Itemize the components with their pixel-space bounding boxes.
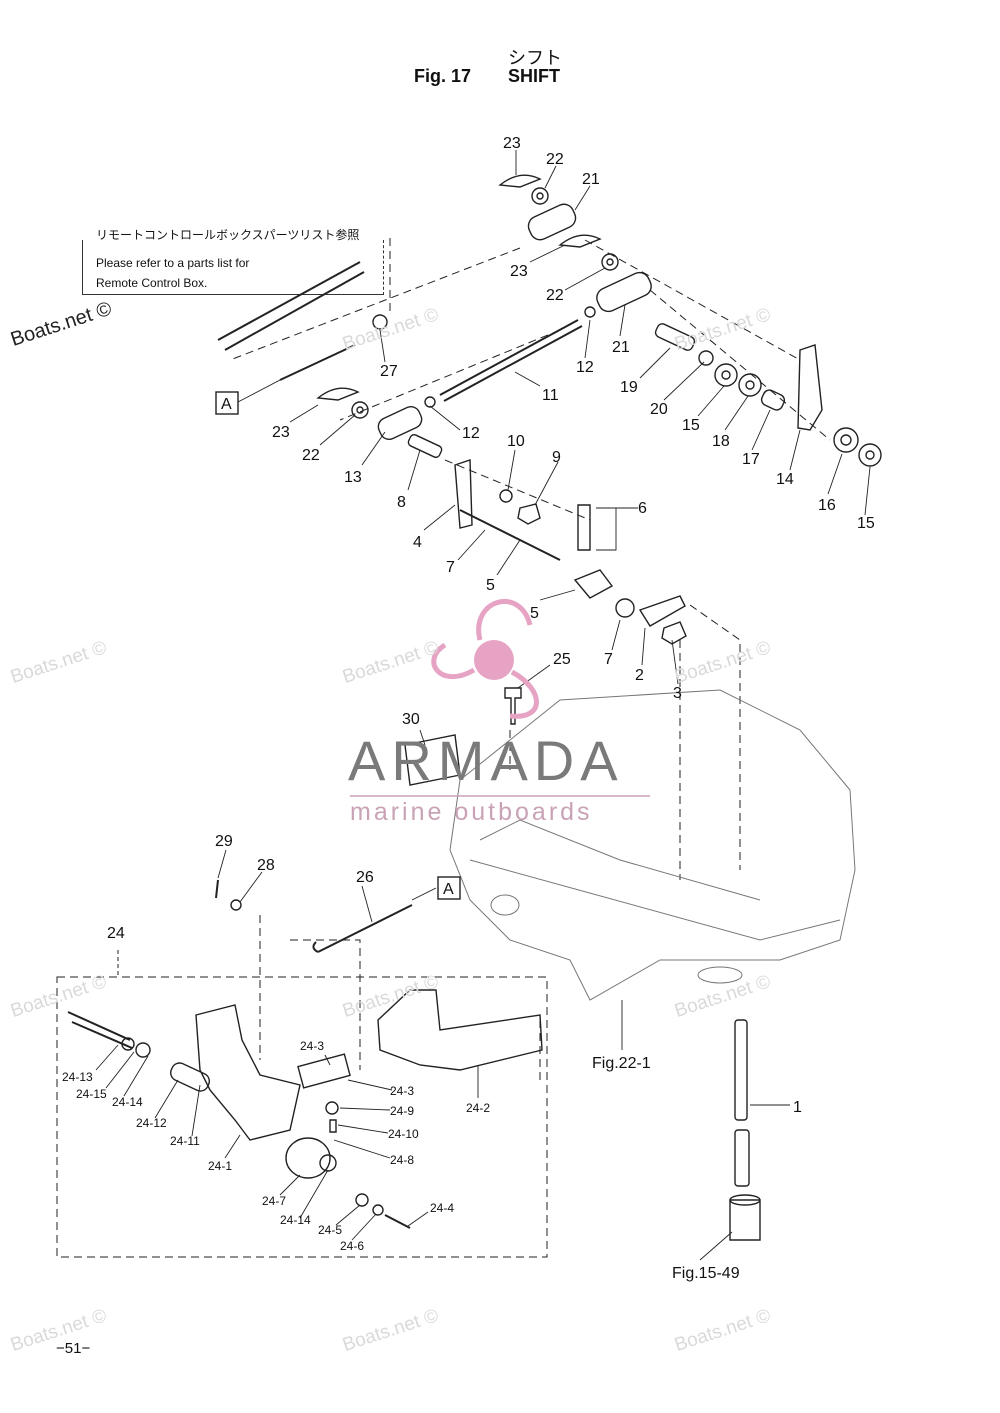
title-jp: シフト xyxy=(508,48,562,68)
fig-ref-15-49: Fig.15-49 xyxy=(672,1265,740,1282)
callout-24-4: 24-4 xyxy=(430,1201,454,1215)
callout-24-8: 24-8 xyxy=(390,1153,414,1167)
callout-7: 7 xyxy=(604,651,613,668)
callout-5: 5 xyxy=(530,605,539,622)
callout-12: 12 xyxy=(462,425,480,442)
callout-26: 26 xyxy=(356,869,374,886)
fig-label: Fig. 17 xyxy=(414,66,472,86)
callout-24-1: 24-1 xyxy=(208,1159,232,1173)
callout-3: 3 xyxy=(673,685,682,702)
callout-24-14: 24-14 xyxy=(280,1213,311,1227)
callout-11: 11 xyxy=(542,387,559,404)
callout-24-13: 24-13 xyxy=(62,1070,93,1084)
callout-24-11: 24-11 xyxy=(170,1134,200,1148)
callout-24-3: 24-3 xyxy=(390,1084,414,1098)
note-line2: Remote Control Box. xyxy=(96,276,208,290)
note-line1: Please refer to a parts list for xyxy=(96,256,250,270)
ref-a-box: A xyxy=(221,396,232,413)
callout-24-15: 24-15 xyxy=(76,1087,107,1101)
callout-21: 21 xyxy=(582,171,600,188)
callout-15: 15 xyxy=(682,417,700,434)
callout-15: 15 xyxy=(857,515,875,532)
callout-22: 22 xyxy=(546,287,564,304)
callout-24-10: 24-10 xyxy=(388,1127,419,1141)
callout-24-2: 24-2 xyxy=(466,1101,490,1115)
callout-23: 23 xyxy=(272,424,290,441)
callout-27: 27 xyxy=(380,363,398,380)
armada-logo-icon xyxy=(431,598,539,719)
callout-8: 8 xyxy=(397,494,406,511)
callout-16: 16 xyxy=(818,497,836,514)
callout-25: 25 xyxy=(553,651,571,668)
callout-30: 30 xyxy=(402,711,420,728)
callout-24-6: 24-6 xyxy=(340,1239,364,1253)
armada-logo-text: ARMADA xyxy=(348,729,624,792)
callout-23: 23 xyxy=(510,263,528,280)
note-box xyxy=(82,240,384,295)
callout-22: 22 xyxy=(546,151,564,168)
callout-21: 21 xyxy=(612,339,630,356)
callout-24-5: 24-5 xyxy=(318,1223,342,1237)
callout-4: 4 xyxy=(413,534,422,551)
callout-22: 22 xyxy=(302,447,320,464)
callout-24-14: 24-14 xyxy=(112,1095,143,1109)
callout-5: 5 xyxy=(486,577,495,594)
callout-24-7: 24-7 xyxy=(262,1194,286,1208)
callout-24: 24 xyxy=(107,925,125,942)
callout-12: 12 xyxy=(576,359,594,376)
callout-9: 9 xyxy=(552,449,561,466)
callout-14: 14 xyxy=(776,471,794,488)
callout-18: 18 xyxy=(712,433,730,450)
callout-10: 10 xyxy=(507,433,525,450)
title-en: SHIFT xyxy=(508,66,560,86)
page-number: −51− xyxy=(56,1340,91,1357)
callout-1: 1 xyxy=(793,1099,802,1116)
ref-a-box: A xyxy=(443,881,454,898)
callout-24-9: 24-9 xyxy=(390,1104,414,1118)
callout-28: 28 xyxy=(257,857,275,874)
note-jp: リモートコントロールボックスパーツリスト参照 xyxy=(94,226,362,243)
callout-23: 23 xyxy=(503,135,521,152)
callout-24-12: 24-12 xyxy=(136,1116,167,1130)
callout-7: 7 xyxy=(446,559,455,576)
callout-6: 6 xyxy=(638,500,647,517)
callout-17: 17 xyxy=(742,451,760,468)
fig-ref-22-1: Fig.22-1 xyxy=(592,1055,651,1072)
armada-logo-subtitle: marine outboards xyxy=(350,798,593,826)
callout-20: 20 xyxy=(650,401,668,418)
callout-13: 13 xyxy=(344,469,362,486)
callout-29: 29 xyxy=(215,833,233,850)
callout-24-3: 24-3 xyxy=(300,1039,324,1053)
remote-control-note: リモートコントロールボックスパーツリスト参照 Please refer to a… xyxy=(82,226,390,296)
callout-2: 2 xyxy=(635,667,644,684)
callout-19: 19 xyxy=(620,379,638,396)
